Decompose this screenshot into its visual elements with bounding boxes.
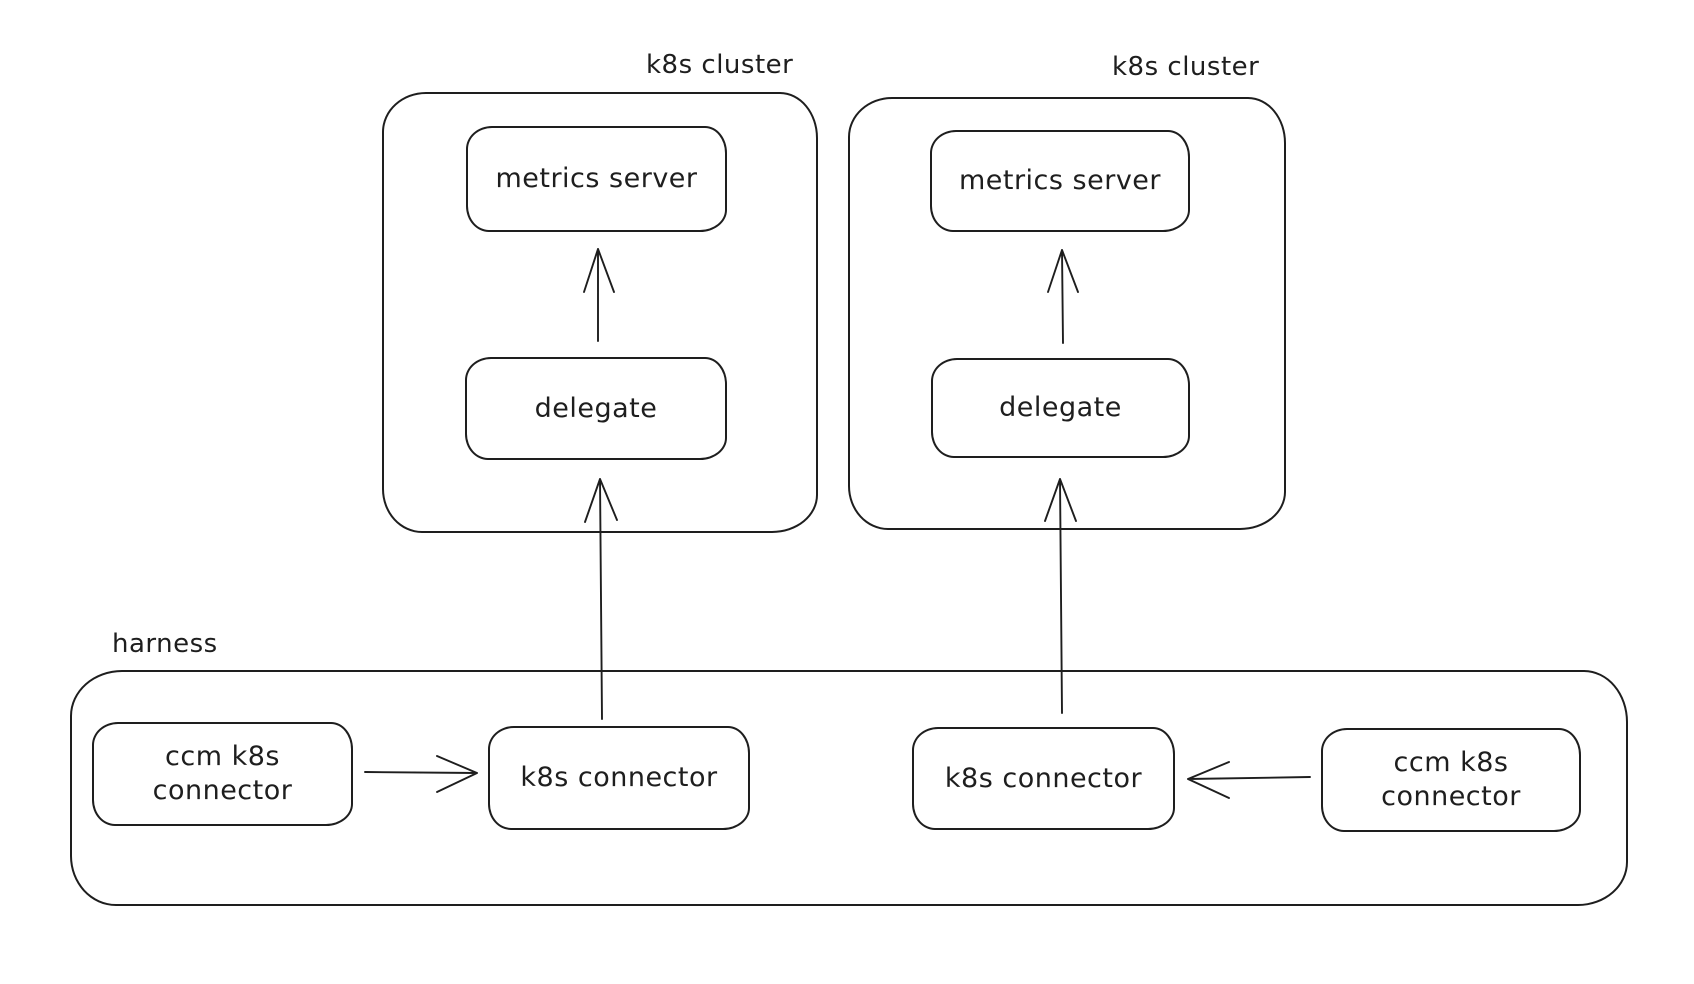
metrics-server-node-right: metrics server — [930, 130, 1190, 232]
k8s-connector-label-right: k8s connector — [944, 762, 1143, 794]
cluster-label-right: k8s cluster — [1112, 52, 1260, 82]
ccm-k8s-connector-node-right: ccm k8s connector — [1321, 728, 1581, 832]
k8s-connector-node-left: k8s connector — [488, 726, 750, 830]
ccm-k8s-connector-left-line2: connector — [152, 775, 293, 806]
cluster-frame-left — [382, 92, 818, 533]
ccm-k8s-connector-right-line1: ccm k8s — [1393, 747, 1509, 779]
ccm-k8s-connector-node-left: ccm k8s connector — [92, 722, 353, 826]
delegate-label-left: delegate — [534, 392, 658, 424]
cluster-frame-right — [848, 97, 1286, 530]
metrics-server-node-left: metrics server — [466, 126, 727, 232]
delegate-node-right: delegate — [931, 358, 1190, 458]
cluster-label-left: k8s cluster — [646, 50, 794, 80]
k8s-connector-node-right: k8s connector — [912, 727, 1175, 830]
harness-label: harness — [112, 629, 218, 659]
delegate-label-right: delegate — [999, 392, 1122, 424]
delegate-node-left: delegate — [465, 357, 727, 460]
metrics-server-label-left: metrics server — [495, 163, 698, 195]
k8s-connector-label-left: k8s connector — [520, 762, 718, 794]
ccm-k8s-connector-left-line1: ccm k8s — [165, 741, 280, 773]
metrics-server-label-right: metrics server — [958, 165, 1162, 197]
harness-frame — [70, 670, 1628, 906]
ccm-k8s-connector-right-line2: connector — [1381, 781, 1521, 812]
